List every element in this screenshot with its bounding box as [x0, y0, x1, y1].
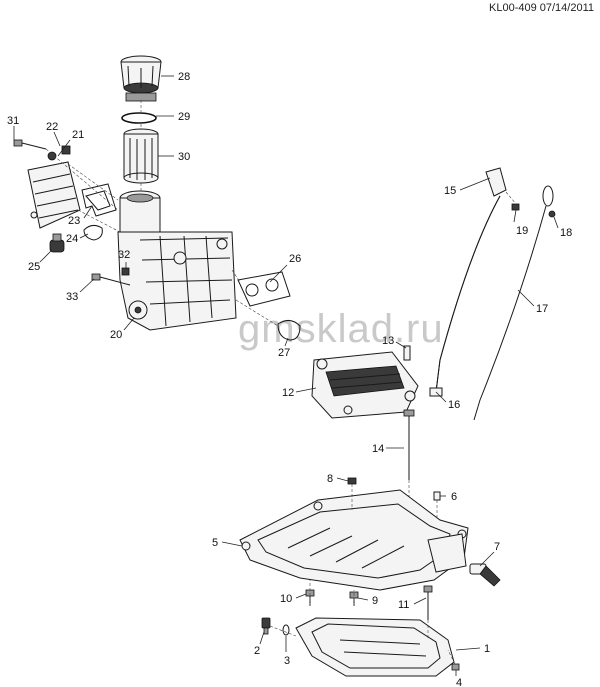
lower-pan-bolt: [451, 663, 460, 671]
callout-1: 1: [484, 643, 490, 655]
callout-15: 15: [444, 185, 456, 197]
dipstick: [473, 185, 554, 421]
oil-level-sensor: [469, 563, 501, 587]
callout-8: 8: [327, 473, 333, 485]
pan-dowel: [433, 491, 441, 501]
callout-22: 22: [46, 121, 58, 133]
housing-o-ring: [277, 320, 301, 341]
dipstick-tube-bolt: [511, 203, 520, 211]
pan-bolt-long: [423, 585, 433, 620]
callout-23: 23: [68, 215, 80, 227]
callout-18: 18: [560, 227, 572, 239]
callout-14: 14: [372, 443, 384, 455]
callout-24: 24: [66, 233, 78, 245]
diagram-reference-code: KL00-409 07/14/2011: [489, 2, 594, 14]
oil-cooler-drain-valve: [49, 233, 65, 253]
housing-gasket: [237, 271, 291, 307]
callout-27: 27: [278, 347, 290, 359]
callout-33: 33: [66, 291, 78, 303]
callout-labels: 28 29 30 31 22 21 23 24 25 32 33 20 26 2…: [7, 71, 572, 687]
callout-26: 26: [289, 253, 301, 265]
callout-7: 7: [494, 541, 500, 553]
oil-filter-cap-seal: [121, 112, 157, 124]
callout-3: 3: [284, 655, 290, 667]
balance-shaft-assembly: [311, 351, 419, 419]
callout-13: 13: [382, 335, 394, 347]
assembly-lines: [45, 100, 517, 665]
housing-plug: [121, 267, 130, 276]
oil-filter-element: [123, 128, 159, 184]
oil-cooler-gasket: [81, 183, 117, 217]
callout-16: 16: [448, 399, 460, 411]
callout-21: 21: [72, 129, 84, 141]
leader-lines: [13, 75, 559, 676]
callout-17: 17: [536, 303, 548, 315]
oil-filter-cap: [120, 55, 162, 102]
watermark-text: gmsklad.ru: [238, 307, 444, 351]
callout-28: 28: [178, 71, 190, 83]
oil-cooler: [27, 151, 81, 229]
callout-20: 20: [110, 329, 122, 341]
callout-5: 5: [212, 537, 218, 549]
pan-bolt-short: [347, 477, 357, 485]
drain-plug: [261, 617, 271, 635]
balance-shaft-dowel: [403, 345, 411, 361]
callout-9: 9: [372, 595, 378, 607]
callout-2: 2: [254, 645, 260, 657]
oil-cooler-seal: [83, 224, 103, 241]
callout-31: 31: [7, 115, 19, 127]
callout-6: 6: [451, 491, 457, 503]
cooler-stud: [61, 145, 71, 155]
oil-pan-upper: [239, 489, 469, 591]
callout-30: 30: [178, 151, 190, 163]
callout-4: 4: [456, 677, 462, 687]
callout-32: 32: [118, 249, 130, 261]
callout-29: 29: [178, 111, 190, 123]
drain-plug-washer: [282, 624, 290, 636]
dipstick-seal: [548, 210, 556, 218]
oil-filter-housing: [117, 190, 237, 331]
callout-12: 12: [282, 387, 294, 399]
callout-25: 25: [28, 261, 40, 273]
callout-10: 10: [280, 593, 292, 605]
cooler-bolt: [13, 139, 47, 150]
callout-19: 19: [516, 225, 528, 237]
oil-pan-lower: [295, 617, 455, 677]
callout-11: 11: [398, 599, 409, 611]
housing-bolt: [91, 273, 131, 286]
